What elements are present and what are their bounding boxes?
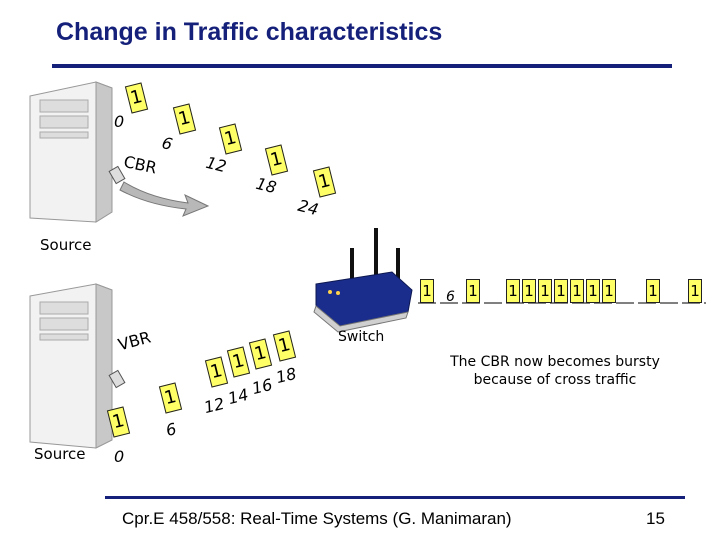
slide-title: Change in Traffic characteristics	[56, 18, 443, 46]
output-sequence-baseline	[418, 302, 706, 304]
output-packet: 1	[554, 279, 568, 303]
output-packet: 1	[506, 279, 520, 303]
footer-rule	[105, 496, 685, 499]
page-number: 15	[646, 509, 665, 528]
server-bottom-icon	[29, 283, 113, 449]
caption: The CBR now becomes bursty because of cr…	[430, 353, 680, 389]
output-packet: 1	[420, 279, 434, 303]
server-top-icon	[29, 81, 113, 223]
cbr-time-label: 0	[114, 112, 125, 131]
output-packet: 1	[570, 279, 584, 303]
vbr-time-label: 0	[114, 447, 125, 466]
direction-arrow-icon	[119, 181, 210, 217]
output-gap-label: 6	[446, 289, 455, 305]
output-packet: 1	[586, 279, 600, 303]
output-sequence: 1 1 1 1 1 1 1 1 1 1 1 6	[418, 279, 708, 307]
title-rule	[52, 64, 672, 68]
output-packet: 1	[538, 279, 552, 303]
router-switch-icon	[313, 228, 413, 333]
output-packet: 1	[602, 279, 616, 303]
cable-plug-top-icon	[108, 165, 126, 185]
output-packet: 1	[646, 279, 660, 303]
cable-plug-bottom-icon	[108, 369, 126, 389]
caption-line-1: The CBR now becomes bursty	[450, 354, 660, 370]
output-packet: 1	[522, 279, 536, 303]
switch-label: Switch	[338, 329, 385, 345]
caption-line-2: because of cross traffic	[473, 372, 637, 388]
output-packet: 1	[466, 279, 480, 303]
source-top-label: Source	[40, 236, 92, 254]
output-packet: 1	[688, 279, 702, 303]
footer-text: Cpr.E 458/558: Real-Time Systems (G. Man…	[122, 509, 512, 528]
source-bottom-label: Source	[34, 445, 86, 463]
